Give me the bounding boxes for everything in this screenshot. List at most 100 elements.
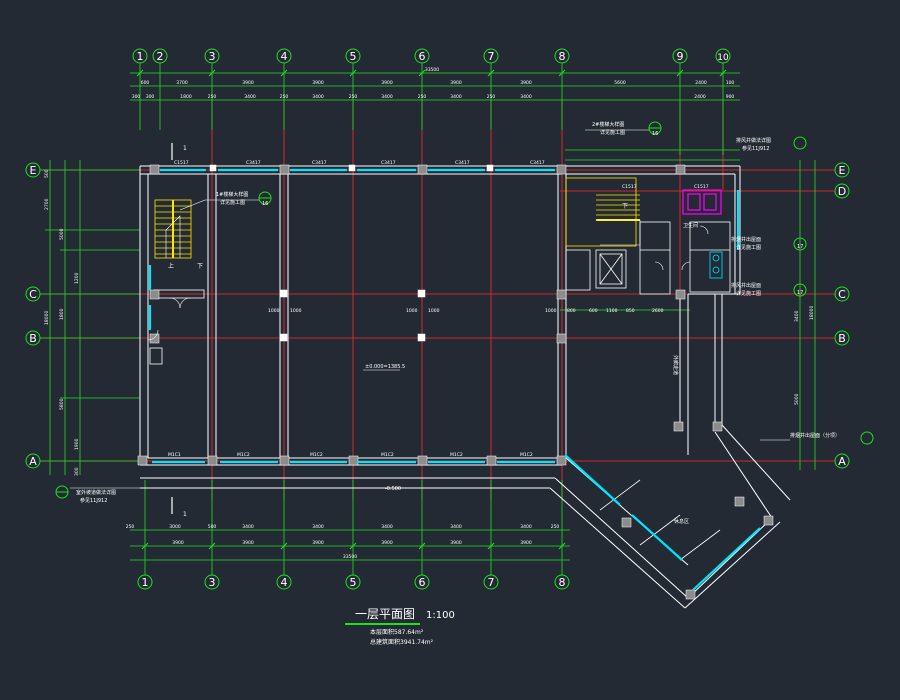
note-smoke-shaft: 排烟井出屋面 [731,236,761,243]
dim-bot2-5: 3900 [450,540,462,546]
grid-label-bottom-5: 5 [350,576,357,589]
dim-overall-top: 33500 [425,67,439,73]
door-label-3: M1C2 [310,452,323,458]
grid-bubbles-top [132,48,731,64]
note-smoke-shaft-ref: 详见施工图 [736,244,761,251]
dim-top-10: 100 [726,80,735,86]
grid-label-6: 6 [419,50,426,63]
grid-row-labels-right: E D C B A [838,164,846,468]
dim-top-5: 3900 [381,80,393,86]
dim-top2-12: 250 [487,94,496,100]
dim-top2-11: 3400 [450,94,462,100]
left-stair [154,199,192,259]
win-label-3: C3417 [312,160,327,166]
note-exhaust-roof: 排风井出屋面 [731,282,761,289]
grid-label-bottom-7: 7 [488,576,495,589]
dim-top2-1: 300 [132,94,141,100]
note-right-side: 排风井做法详图 参见11J912 排烟井出屋面 详见施工图 17 排风井出屋面 … [731,136,874,445]
stair-left-note2: 详见施工图 [220,199,245,206]
col-dim-7: 600 [589,308,598,314]
dim-left-7: 300 [74,467,80,476]
note-ramp-ref: 参见11J912 [80,497,107,504]
grid-label-2: 2 [157,50,164,63]
dim-top-1: 600 [141,80,150,86]
col-dim-5: 1000 [545,308,557,314]
dimension-ticks [136,69,727,550]
row-label-right-B: B [838,332,846,345]
dimension-texts-right: 18000 3400 5000 [794,306,815,405]
dim-top-2: 3700 [176,80,188,86]
row-label-right-D: D [838,185,846,198]
note-ramp-text: 室外坡道做法详图 [76,489,116,496]
lobby-label: 休息区 [674,518,689,525]
dim-top2-2: 300 [146,94,155,100]
grid-label-5: 5 [350,50,357,63]
note-exhaust-roof-ref: 详见施工图 [736,290,761,297]
row-label-right-A: A [838,455,846,468]
stair-left-note: 1#楼梯大样图 [216,191,248,198]
basins [709,251,723,279]
dim-left-total: 18000 [44,311,50,325]
toilet-label: 卫生间 [683,222,698,229]
dim-right-1: 3400 [794,310,800,322]
window-labels-top: C1517 C3417 C3417 C3417 C3417 C3417 C151… [174,160,709,190]
stair-right-note2: 详见施工图 [600,129,625,136]
dim-bot-4: 3400 [242,524,254,530]
win-label-1: C1517 [174,160,189,166]
grid-row-labels-left: E C B A [29,164,37,468]
dim-left-2: 2700 [44,198,50,210]
note-exhaust-shaft-ref: 参见11J912 [742,145,769,152]
dim-top2-7: 3400 [312,94,324,100]
door-label-2: M1C2 [237,452,250,458]
interior-columns [209,164,494,342]
grid-label-8: 8 [559,50,566,63]
dim-bot-6: 3400 [381,524,393,530]
dim-top-4: 3900 [312,80,324,86]
dim-left2-2: 1800 [59,308,65,320]
win-label-7: C1517 [622,184,637,190]
dim-top2-14: 2400 [694,94,706,100]
grid-labels-top: 1 2 3 4 5 6 7 8 9 10 [137,50,729,63]
row-label-A: A [29,455,37,468]
dim-overall-bottom: 33500 [343,554,357,560]
drawing-title: 一层平面图 [355,607,415,621]
door-label-4: M1C2 [381,452,394,458]
dim-top2-6: 250 [280,94,289,100]
interior-partitions [149,221,731,561]
note-stair-right: 2#楼梯大样图 详见施工图 16 [585,121,662,137]
row-label-C: C [29,288,37,301]
toilet-fixtures [682,189,722,215]
grid-label-7: 7 [488,50,495,63]
dim-bot-3: 500 [208,524,217,530]
right-stair-handrail [598,219,641,246]
elevation-outer-label: -0.500 [385,486,401,492]
grid-label-bottom-4: 4 [281,576,288,589]
section-mark-bottom: 1 [183,511,187,518]
col-dim-4: 1000 [428,308,440,314]
door-label-6: M1C2 [520,452,533,458]
dim-bot2-6: 3900 [520,540,532,546]
dim-bot-1: 250 [126,524,135,530]
dim-bot2-4: 3900 [381,540,393,546]
grid-labels-bottom: 1 3 4 5 6 7 8 [142,576,566,589]
dimension-texts-top: 600 3700 3900 3900 3900 3900 3900 5600 2… [132,67,735,100]
stair-right-detail-num: 16 [652,131,658,137]
dim-left2-3: 5800 [59,398,65,410]
col-dim-1: 1000 [268,308,280,314]
dim-left-6: 1900 [74,438,80,450]
dim-bot-5: 3400 [312,524,324,530]
left-stair-arrows [165,199,206,258]
note-ramp: 室外坡道做法详图 参见11J912 [55,485,140,504]
dim-left-4: 1200 [74,272,80,284]
dim-bot-8: 3400 [520,524,532,530]
grid-label-bottom-1: 1 [142,576,149,589]
win-label-4: C3417 [381,160,396,166]
dim-top2-13: 3400 [520,94,532,100]
dim-bot2-1: 3900 [172,540,184,546]
dim-top2-3: 1800 [180,94,192,100]
row-label-right-E: E [839,164,846,177]
stair-right-note: 2#楼梯大样图 [592,121,624,128]
column-dim-labels: 1000 1000 1000 1000 1000 800 600 1100 85… [268,308,664,314]
door-label-1: M1C1 [168,452,181,458]
